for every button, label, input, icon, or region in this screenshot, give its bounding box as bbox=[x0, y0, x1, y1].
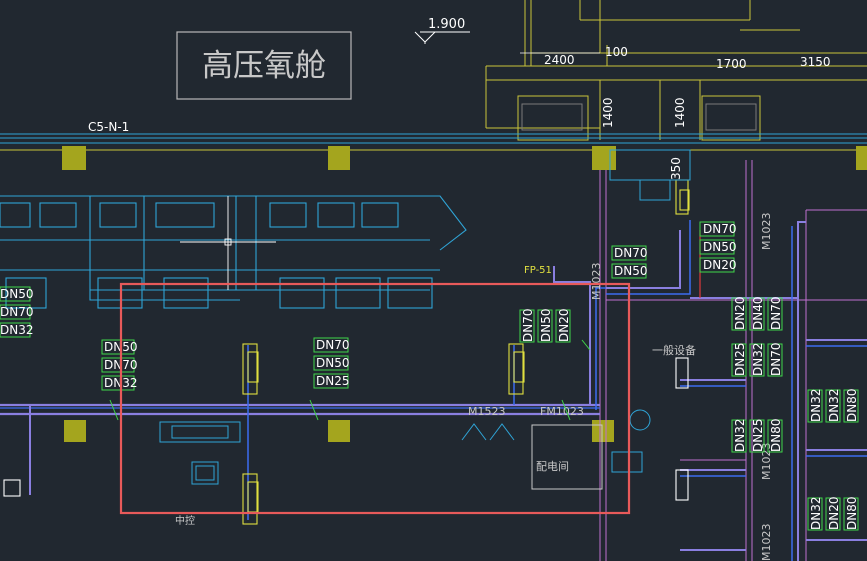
pipe-label: DN25 bbox=[751, 419, 765, 453]
furniture bbox=[159, 149, 691, 485]
selection-highlight-box[interactable] bbox=[119, 282, 631, 515]
pipe-label: DN80 bbox=[845, 497, 859, 531]
pipe-label: DN32 bbox=[809, 389, 823, 423]
dim-3150: 3150 bbox=[800, 55, 831, 69]
pipe-label-group-mid: DN70 DN50 bbox=[611, 245, 648, 279]
door-tag-m1023-d: M1023 bbox=[760, 524, 773, 561]
pipe-label: DN20 bbox=[733, 297, 747, 331]
pipe-label: DN20 bbox=[703, 258, 737, 272]
pipe-label: DN50 bbox=[316, 356, 350, 370]
door-tags: M1523 FM1023 M1023 M1023 M1023 M1023 bbox=[468, 213, 773, 561]
pipe-label: DN70 bbox=[614, 246, 648, 260]
dim-2400: 2400 bbox=[544, 53, 575, 67]
power-room[interactable]: 配电间 bbox=[531, 424, 603, 490]
top-cabinets bbox=[517, 95, 761, 141]
pipe-label: DN32 bbox=[751, 343, 765, 377]
pipe-label-group-vertical-1: DN70 DN50 DN20 bbox=[519, 309, 571, 343]
pipe-label: DN32 bbox=[827, 389, 841, 423]
elevation-marker: 1.900 bbox=[414, 17, 470, 44]
pipe-label-group-left: DN50 DN70 DN32 bbox=[0, 286, 34, 338]
pipe-label-group-vertical-4: DN32 DN25 DN80 bbox=[731, 419, 783, 453]
pipe-label-group-vertical-3: DN25 DN32 DN70 bbox=[731, 343, 783, 377]
top-structure bbox=[485, 0, 867, 140]
pipe-label-group-2: DN70 DN50 DN25 bbox=[313, 337, 350, 389]
pipe-label: DN50 bbox=[614, 264, 648, 278]
room-label: 高压氧舱 bbox=[202, 48, 326, 84]
pipe-size-labels: DN50 DN70 DN32 DN50 DN70 DN32 DN70 DN50 … bbox=[0, 221, 859, 531]
general-room-label: 一般设备 bbox=[652, 343, 696, 357]
pipe-label-group-vertical-6: DN32 DN20 DN80 bbox=[807, 497, 859, 531]
pipe-label: DN50 bbox=[539, 309, 553, 343]
pipe-label: DN25 bbox=[733, 343, 747, 377]
pipe-label: DN20 bbox=[827, 497, 841, 531]
pipe-label: DN70 bbox=[769, 297, 783, 331]
pipe-label: DN32 bbox=[733, 419, 747, 453]
pipe-label: DN50 bbox=[703, 240, 737, 254]
dim-100: 100 bbox=[605, 45, 628, 59]
dim-350: 350 bbox=[669, 157, 683, 180]
dim-1700: 1700 bbox=[716, 57, 747, 71]
crosshair-cursor bbox=[180, 196, 276, 290]
door-tag-fm1023: FM1023 bbox=[540, 405, 584, 418]
middle-room-label: 中控 bbox=[175, 514, 195, 527]
pipe-label-group-1: DN50 DN70 DN32 bbox=[101, 339, 138, 391]
pipe-label: DN70 bbox=[521, 309, 535, 343]
elevation-label: 1.900 bbox=[428, 17, 465, 32]
door-tag-m1523: M1523 bbox=[468, 405, 506, 418]
power-room-label: 配电间 bbox=[536, 460, 569, 473]
dim-1400-a: 1400 bbox=[601, 97, 615, 128]
pipe-label: DN20 bbox=[557, 309, 571, 343]
pipe-label: DN32 bbox=[809, 497, 823, 531]
pipe-label: DN70 bbox=[703, 222, 737, 236]
main-wall-band: C5-N-1 bbox=[0, 120, 867, 151]
pipe-label: DN25 bbox=[316, 374, 350, 388]
pipe-label: DN40 bbox=[751, 297, 765, 331]
pipe-label: DN80 bbox=[845, 389, 859, 423]
dimension-labels: 2400 100 1700 3150 1400 1400 350 bbox=[520, 45, 831, 180]
pipe-label: DN70 bbox=[0, 305, 34, 319]
hydrant-units bbox=[3, 179, 690, 525]
room-label-box[interactable]: 高压氧舱 bbox=[176, 31, 352, 100]
door-tag-m1023-b: M1023 bbox=[590, 263, 603, 301]
pipe-label: DN80 bbox=[769, 419, 783, 453]
dim-1400-b: 1400 bbox=[673, 97, 687, 128]
pipe-label-group-right: DN70 DN50 DN20 bbox=[699, 221, 737, 273]
grid-axis-label: C5-N-1 bbox=[88, 120, 129, 134]
pipe-label-group-vertical-5: DN32 DN32 DN80 bbox=[807, 389, 859, 423]
door-tag-m1023-a: M1023 bbox=[760, 213, 773, 251]
pipe-label: DN70 bbox=[316, 338, 350, 352]
pipe-label: DN32 bbox=[0, 323, 34, 337]
pipe-label: DN70 bbox=[769, 343, 783, 377]
equipment-tag: FP-51 bbox=[524, 265, 552, 276]
pipe-tick-marks bbox=[109, 339, 591, 421]
pipe-label-group-vertical-2: DN20 DN40 DN70 bbox=[731, 297, 783, 331]
pipe-label: DN50 bbox=[0, 287, 34, 301]
